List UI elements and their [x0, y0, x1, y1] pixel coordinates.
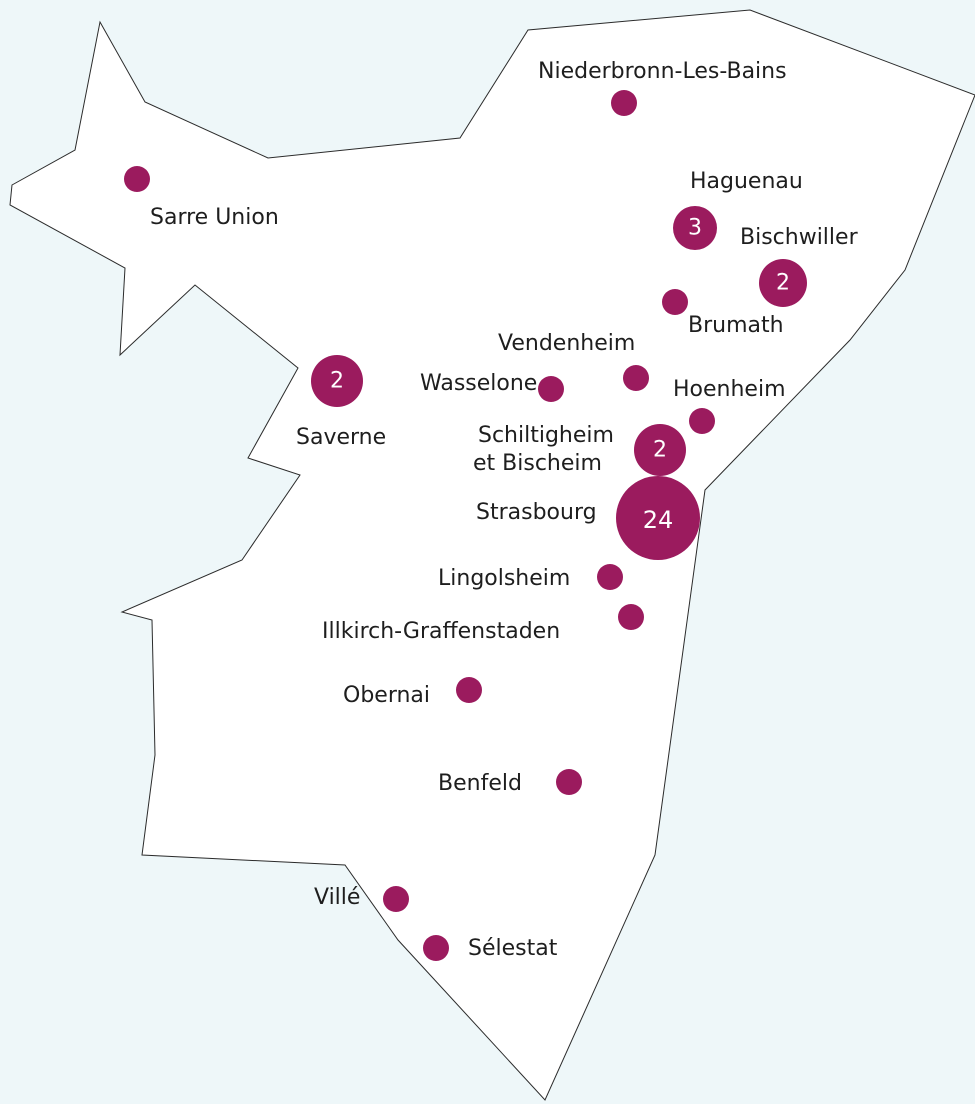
city-marker-vendenheim[interactable]	[623, 365, 649, 391]
city-label-brumath: Brumath	[688, 313, 784, 338]
city-brumath[interactable]: Brumath	[662, 289, 784, 338]
city-marker-selestat[interactable]	[423, 935, 449, 961]
city-marker-brumath[interactable]	[662, 289, 688, 315]
city-marker-wasselone[interactable]	[538, 376, 564, 402]
city-strasbourg[interactable]: Strasbourg 24	[476, 476, 700, 560]
city-ville[interactable]: Villé	[314, 885, 409, 912]
city-label-saverne: Saverne	[296, 425, 386, 450]
city-marker-strasbourg[interactable]	[616, 476, 700, 560]
city-count-schiltigheim: 2	[653, 438, 667, 463]
city-label-bischwiller: Bischwiller	[740, 225, 859, 250]
city-count-bischwiller: 2	[776, 271, 790, 296]
city-label-wasselone: Wasselone	[420, 371, 537, 396]
city-marker-haguenau[interactable]	[673, 206, 717, 250]
city-schiltigheim[interactable]: Schiltigheim et Bischeim 2	[473, 423, 686, 476]
city-haguenau[interactable]: Haguenau 3	[673, 169, 803, 250]
city-illkirch[interactable]: Illkirch-Graffenstaden	[322, 604, 644, 644]
city-label-niederbronn: Niederbronn-Les-Bains	[538, 59, 787, 84]
city-marker-schiltigheim[interactable]	[634, 424, 686, 476]
city-label-vendenheim: Vendenheim	[498, 331, 635, 356]
city-marker-bischwiller[interactable]	[759, 259, 807, 307]
city-label-schiltigheim-line2: et Bischeim	[473, 451, 602, 476]
city-label-schiltigheim: Schiltigheim	[478, 423, 614, 448]
city-marker-saverne[interactable]	[311, 355, 363, 407]
city-sarre-union[interactable]: Sarre Union	[124, 166, 279, 230]
city-marker-sarre-union[interactable]	[124, 166, 150, 192]
city-hoenheim[interactable]: Hoenheim	[673, 377, 786, 434]
city-bischwiller[interactable]: Bischwiller 2	[740, 225, 859, 307]
city-count-haguenau: 3	[688, 216, 702, 241]
city-label-benfeld: Benfeld	[438, 771, 522, 796]
city-marker-niederbronn[interactable]	[611, 90, 637, 116]
city-label-ville: Villé	[314, 885, 360, 910]
city-marker-obernai[interactable]	[456, 677, 482, 703]
city-lingolsheim[interactable]: Lingolsheim	[438, 564, 623, 591]
region-outline	[9, 9, 975, 1101]
city-label-obernai: Obernai	[343, 683, 430, 708]
city-label-haguenau: Haguenau	[690, 169, 803, 194]
city-label-illkirch: Illkirch-Graffenstaden	[322, 619, 560, 644]
city-niederbronn[interactable]: Niederbronn-Les-Bains	[538, 59, 787, 116]
city-label-selestat: Sélestat	[468, 936, 558, 961]
city-saverne[interactable]: 2 Saverne	[296, 355, 386, 450]
city-benfeld[interactable]: Benfeld	[438, 769, 582, 796]
city-count-saverne: 2	[330, 369, 344, 394]
city-marker-hoenheim[interactable]	[689, 408, 715, 434]
city-marker-illkirch[interactable]	[618, 604, 644, 630]
city-wasselone[interactable]: Wasselone	[420, 371, 564, 402]
city-obernai[interactable]: Obernai	[343, 677, 482, 708]
city-selestat[interactable]: Sélestat	[423, 935, 558, 961]
city-marker-ville[interactable]	[383, 886, 409, 912]
city-marker-benfeld[interactable]	[556, 769, 582, 795]
city-label-strasbourg: Strasbourg	[476, 500, 597, 525]
city-vendenheim[interactable]: Vendenheim	[498, 331, 649, 391]
city-label-sarre-union: Sarre Union	[150, 205, 279, 230]
city-count-strasbourg: 24	[643, 506, 674, 534]
city-label-hoenheim: Hoenheim	[673, 377, 786, 402]
city-label-lingolsheim: Lingolsheim	[438, 566, 570, 591]
city-marker-lingolsheim[interactable]	[597, 564, 623, 590]
